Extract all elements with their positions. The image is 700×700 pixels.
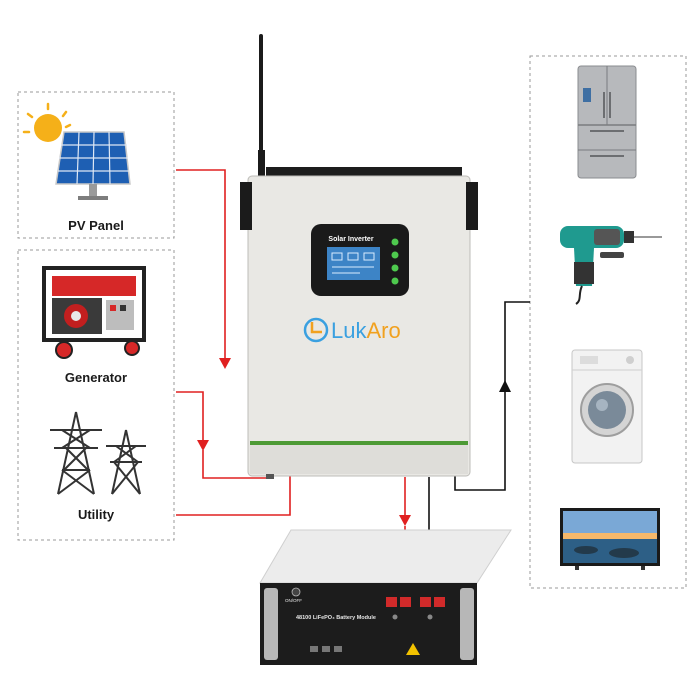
power-switch-label: ON/OFF	[285, 598, 302, 603]
lcd-display	[327, 247, 380, 280]
warning-icon	[406, 643, 420, 655]
battery-module	[259, 529, 512, 665]
battery-arrow-icon	[399, 515, 411, 526]
pv-to-inverter-line	[176, 169, 226, 358]
power-switch-icon	[291, 587, 301, 597]
power-drill-icon	[560, 226, 662, 305]
generator-label: Generator	[64, 370, 128, 385]
status-led-icon	[391, 238, 399, 246]
pv-arrow-icon	[219, 358, 231, 369]
battery-ports	[310, 646, 342, 652]
pv-panel-label: PV Panel	[68, 218, 124, 233]
battery-terminals	[386, 597, 445, 607]
brand-name: LukAro	[331, 318, 401, 344]
refrigerator-icon	[577, 65, 637, 179]
utility-label: Utility	[77, 507, 115, 522]
brand-suffix: Aro	[366, 318, 401, 343]
load-arrow-icon	[499, 380, 511, 392]
sun-icon	[22, 102, 72, 142]
ac-input-line	[202, 450, 268, 479]
inverter-to-loads-line	[454, 301, 530, 491]
battery-module-label: 48100 LiFePO₄ Battery Module	[296, 615, 376, 621]
status-led-icon	[391, 264, 399, 272]
television-icon	[560, 508, 660, 570]
generator-to-inverter-line	[176, 391, 204, 440]
brand-logo-icon	[303, 317, 329, 343]
pv-panel-box	[17, 91, 175, 239]
washing-machine-icon	[571, 349, 643, 464]
generator-arrow-icon	[197, 440, 209, 451]
loads-box	[529, 55, 687, 589]
inverter-screen-title: Solar Inverter	[328, 236, 374, 243]
generator-icon	[42, 266, 146, 359]
brand-prefix: Luk	[331, 318, 367, 343]
inverter-unit	[240, 34, 478, 479]
generator-utility-box	[17, 249, 175, 541]
solar-panel-icon	[22, 102, 131, 200]
utility-tower-icon	[50, 411, 146, 495]
utility-to-inverter-line	[176, 476, 291, 516]
status-led-icon	[391, 251, 399, 259]
status-led-icon	[391, 277, 399, 285]
